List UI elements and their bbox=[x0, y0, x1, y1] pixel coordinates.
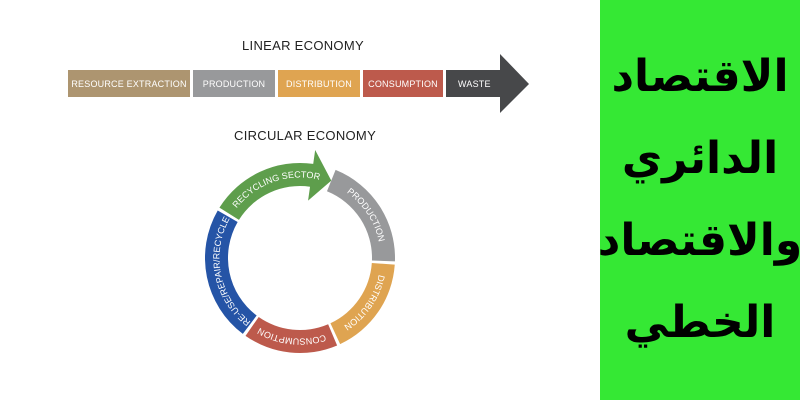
title-line-1: الاقتصاد bbox=[611, 51, 789, 102]
circular-economy-title: CIRCULAR ECONOMY bbox=[234, 128, 377, 143]
linear-economy-title: LINEAR ECONOMY bbox=[242, 38, 364, 53]
linear-stage-resource-extraction: RESOURCE EXTRACTION bbox=[68, 70, 190, 97]
title-panel: الاقتصاد الدائري والاقتصاد الخطي bbox=[597, 0, 800, 400]
waste-arrow bbox=[446, 54, 529, 113]
circular-economy-diagram: PRODUCTIONDISTRIBUTIONCONSUMPTIONRE-USE/… bbox=[204, 150, 395, 353]
title-line-2: الدائري bbox=[621, 133, 779, 184]
ring-segment-distribution bbox=[330, 263, 395, 345]
title-line-3: والاقتصاد bbox=[597, 215, 800, 266]
title-line-4: الخطي bbox=[624, 297, 776, 348]
linear-stage-production: PRODUCTION bbox=[193, 70, 275, 97]
ring-segment-recycling-sector bbox=[219, 150, 332, 220]
linear-stage-waste: WASTE bbox=[458, 78, 491, 89]
linear-stage-distribution: DISTRIBUTION bbox=[278, 70, 360, 97]
linear-stage-consumption: CONSUMPTION bbox=[363, 70, 443, 97]
ring-segment-production bbox=[326, 169, 395, 262]
ring-segment-reuse-repair-recycle bbox=[204, 210, 257, 334]
ring-segment-consumption bbox=[245, 316, 338, 353]
